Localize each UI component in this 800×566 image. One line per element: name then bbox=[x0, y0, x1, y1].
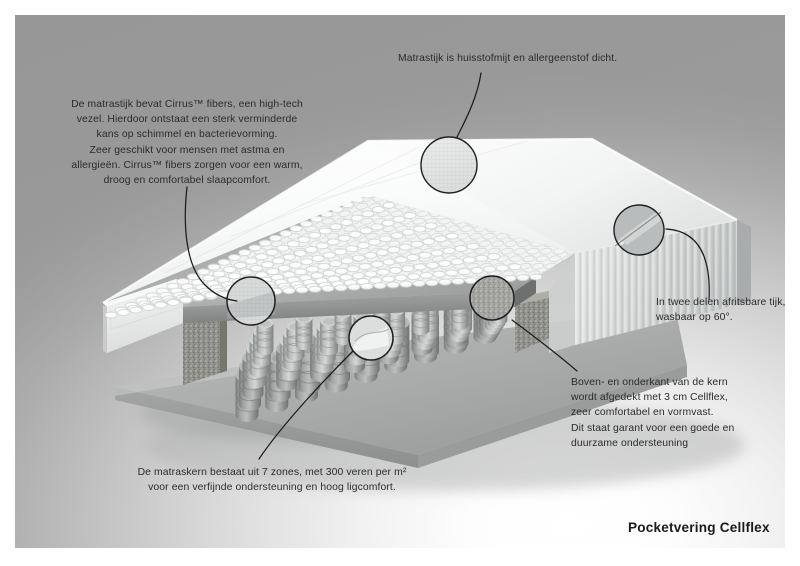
magnifier-foam-border bbox=[469, 275, 515, 321]
magnifier-tick-weave bbox=[226, 276, 276, 326]
magnifier-spring-pocket bbox=[348, 315, 394, 361]
magnifier-cover-surface bbox=[420, 136, 478, 194]
product-title: Pocketvering Cellflex bbox=[628, 520, 770, 535]
infographic-canvas: De matrastijk bevat Cirrus™ fibers, een … bbox=[15, 15, 785, 548]
pocket-spring bbox=[295, 312, 313, 351]
magnifier-zipper bbox=[613, 204, 665, 256]
callout-cellflex-layer: Boven- en onderkant van de kern wordt af… bbox=[571, 377, 735, 449]
callout-removable-washable-cover: In twee delen afritsbare tijk, wasbaar o… bbox=[656, 297, 785, 324]
pocket-spring bbox=[319, 315, 339, 356]
callout-mattress-tick-cirrus: De matrastijk bevat Cirrus™ fibers, een … bbox=[71, 99, 303, 187]
callout-spring-core-zones: De matraskern bestaat uit 7 zones, met 3… bbox=[137, 467, 407, 494]
callout-dustmite-proof: Matrastijk is huisstofmijt en allergeens… bbox=[398, 53, 618, 64]
magnifier-group bbox=[226, 136, 665, 361]
